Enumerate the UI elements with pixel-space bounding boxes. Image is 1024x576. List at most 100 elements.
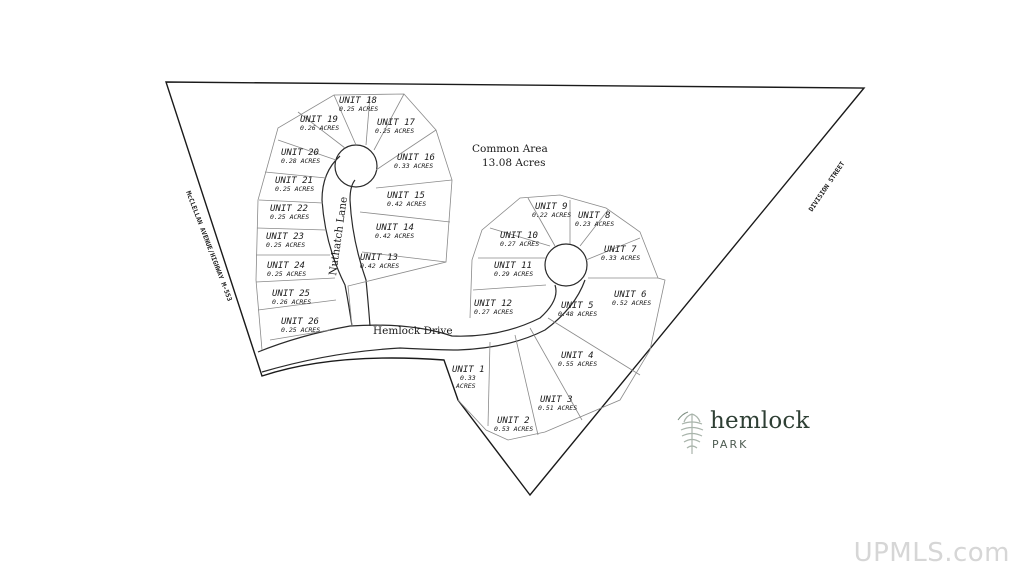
unit-14-label: UNIT 14 0.42 ACRES xyxy=(375,223,414,240)
unit-2-label: UNIT 2 0.53 ACRES xyxy=(494,416,533,433)
unit-24-label: UNIT 24 0.25 ACRES xyxy=(267,261,306,278)
east-cul-de-sac xyxy=(544,243,588,287)
pinecone-icon xyxy=(677,411,704,454)
svg-text:0.55 ACRES: 0.55 ACRES xyxy=(558,360,597,368)
east-lot-lines xyxy=(472,197,658,436)
west-street-label: McCLELLAN AVENUE/HIGHWAY M-553 xyxy=(184,190,234,303)
unit-6-label: UNIT 6 0.52 ACRES xyxy=(612,290,651,307)
unit-8-label: UNIT 8 0.23 ACRES xyxy=(575,211,614,228)
svg-text:UNIT 12: UNIT 12 xyxy=(474,299,512,309)
svg-text:0.26 ACRES: 0.26 ACRES xyxy=(272,298,311,306)
unit-15-label: UNIT 15 0.42 ACRES xyxy=(387,191,426,208)
unit-1-label: UNIT 1 0.33 ACRES xyxy=(452,365,485,390)
hemlock-drive-label: Hemlock Drive xyxy=(373,325,453,337)
svg-text:UNIT 13: UNIT 13 xyxy=(360,253,398,263)
unit-4-label: UNIT 4 0.55 ACRES xyxy=(558,351,597,368)
svg-text:UNIT 4: UNIT 4 xyxy=(561,351,594,361)
svg-text:0.53 ACRES: 0.53 ACRES xyxy=(494,425,533,433)
svg-text:0.26 ACRES: 0.26 ACRES xyxy=(300,124,339,132)
nuthatch-lane-label: Nuthatch Lane xyxy=(327,196,350,277)
svg-text:0.28 ACRES: 0.28 ACRES xyxy=(281,157,320,165)
unit-3-label: UNIT 3 0.51 ACRES xyxy=(538,395,577,412)
svg-text:0.33: 0.33 xyxy=(460,374,476,382)
svg-text:0.25 ACRES: 0.25 ACRES xyxy=(270,213,309,221)
svg-text:0.33 ACRES: 0.33 ACRES xyxy=(394,162,433,170)
svg-text:0.42 ACRES: 0.42 ACRES xyxy=(375,232,414,240)
svg-text:UNIT 7: UNIT 7 xyxy=(604,245,637,255)
unit-10-label: UNIT 10 0.27 ACRES xyxy=(500,231,539,248)
unit-7-label: UNIT 7 0.33 ACRES xyxy=(601,245,640,262)
svg-text:UNIT 21: UNIT 21 xyxy=(275,176,313,186)
svg-text:0.42 ACRES: 0.42 ACRES xyxy=(387,200,426,208)
unit-22-label: UNIT 22 0.25 ACRES xyxy=(270,204,309,221)
unit-18-label: UNIT 18 0.25 ACRES xyxy=(339,96,378,113)
logo-wordmark: hemlock xyxy=(710,408,810,434)
svg-text:0.42 ACRES: 0.42 ACRES xyxy=(360,262,399,270)
svg-text:UNIT 19: UNIT 19 xyxy=(300,115,338,125)
property-boundary xyxy=(165,81,866,497)
svg-text:0.23 ACRES: 0.23 ACRES xyxy=(575,220,614,228)
unit-17-label: UNIT 17 0.25 ACRES xyxy=(375,118,416,135)
svg-text:0.25 ACRES: 0.25 ACRES xyxy=(281,326,320,334)
nuthatch-lane-east-edge xyxy=(349,179,371,327)
svg-text:0.25 ACRES: 0.25 ACRES xyxy=(339,105,378,113)
svg-text:UNIT 23: UNIT 23 xyxy=(266,232,304,242)
svg-text:UNIT 25: UNIT 25 xyxy=(272,289,310,299)
svg-text:0.29 ACRES: 0.29 ACRES xyxy=(494,270,533,278)
svg-text:UNIT 17: UNIT 17 xyxy=(377,118,416,128)
logo-subtitle: PARK xyxy=(712,438,749,451)
svg-text:UNIT 20: UNIT 20 xyxy=(281,148,319,158)
upmls-watermark: UPMLS.com xyxy=(853,538,1010,568)
east-street-label: DIVISION STREET xyxy=(807,160,847,213)
svg-text:UNIT 18: UNIT 18 xyxy=(339,96,377,106)
svg-text:UNIT 5: UNIT 5 xyxy=(561,301,594,311)
unit-20-label: UNIT 20 0.28 ACRES xyxy=(281,148,320,165)
svg-text:UNIT 6: UNIT 6 xyxy=(614,290,647,300)
svg-text:UNIT 24: UNIT 24 xyxy=(267,261,305,271)
nuthatch-cul-de-sac xyxy=(334,144,378,188)
svg-text:UNIT 1: UNIT 1 xyxy=(452,365,485,375)
nuthatch-lane-west-edge xyxy=(321,155,353,327)
svg-text:0.25 ACRES: 0.25 ACRES xyxy=(266,241,305,249)
unit-5-label: UNIT 5 0.48 ACRES xyxy=(558,301,597,318)
svg-text:UNIT 8: UNIT 8 xyxy=(578,211,611,221)
unit-9-label: UNIT 9 0.22 ACRES xyxy=(532,202,571,219)
svg-text:0.27 ACRES: 0.27 ACRES xyxy=(474,308,513,316)
svg-text:UNIT 9: UNIT 9 xyxy=(535,202,568,212)
west-lot-lines xyxy=(255,93,453,341)
svg-text:0.27 ACRES: 0.27 ACRES xyxy=(500,240,539,248)
unit-13-label: UNIT 13 0.42 ACRES xyxy=(360,253,399,270)
svg-text:0.22 ACRES: 0.22 ACRES xyxy=(532,211,571,219)
unit-19-label: UNIT 19 0.26 ACRES xyxy=(300,115,339,132)
svg-text:UNIT 10: UNIT 10 xyxy=(500,231,538,241)
common-area-name: Common Area xyxy=(472,143,548,155)
svg-text:UNIT 15: UNIT 15 xyxy=(387,191,425,201)
svg-text:UNIT 11: UNIT 11 xyxy=(494,261,532,271)
unit-11-label: UNIT 11 0.29 ACRES xyxy=(494,261,533,278)
svg-text:0.48 ACRES: 0.48 ACRES xyxy=(558,310,597,318)
common-area-acres: 13.08 Acres xyxy=(482,157,545,169)
svg-text:UNIT 16: UNIT 16 xyxy=(397,153,435,163)
svg-text:0.25 ACRES: 0.25 ACRES xyxy=(267,270,306,278)
svg-text:UNIT 26: UNIT 26 xyxy=(281,317,319,327)
svg-text:0.51 ACRES: 0.51 ACRES xyxy=(538,404,577,412)
unit-12-label: UNIT 12 0.27 ACRES xyxy=(474,299,513,316)
svg-text:UNIT 3: UNIT 3 xyxy=(540,395,573,405)
svg-text:UNIT 14: UNIT 14 xyxy=(376,223,414,233)
svg-text:UNIT 22: UNIT 22 xyxy=(270,204,308,214)
unit-23-label: UNIT 23 0.25 ACRES xyxy=(266,232,305,249)
svg-text:ACRES: ACRES xyxy=(455,382,476,390)
unit-25-label: UNIT 25 0.26 ACRES xyxy=(272,289,311,306)
west-cluster-outline xyxy=(255,93,453,351)
svg-text:0.33 ACRES: 0.33 ACRES xyxy=(601,254,640,262)
svg-text:0.25 ACRES: 0.25 ACRES xyxy=(375,127,414,135)
hemlock-drive-north-edge xyxy=(257,284,557,353)
unit-26-label: UNIT 26 0.25 ACRES xyxy=(281,317,320,334)
svg-text:0.25 ACRES: 0.25 ACRES xyxy=(275,185,314,193)
unit-21-label: UNIT 21 0.25 ACRES xyxy=(275,176,314,193)
unit-16-label: UNIT 16 0.33 ACRES xyxy=(394,153,435,170)
svg-text:UNIT 2: UNIT 2 xyxy=(497,416,530,426)
svg-text:0.52 ACRES: 0.52 ACRES xyxy=(612,299,651,307)
hemlock-drive-south-edge xyxy=(261,279,586,373)
